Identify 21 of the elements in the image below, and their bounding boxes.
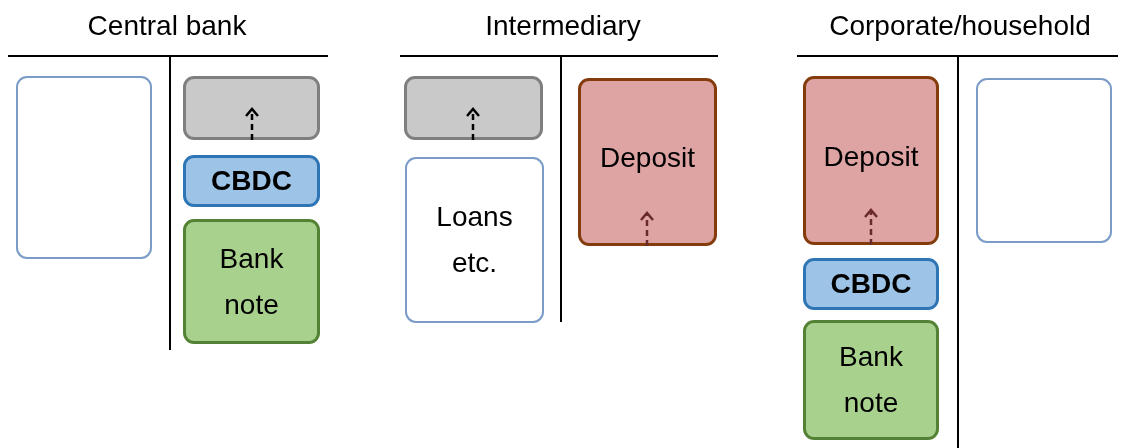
account-label: CBDC: [211, 164, 292, 198]
account-box: [803, 76, 939, 245]
account-box: [404, 76, 543, 140]
account-heading: Intermediary: [485, 10, 641, 42]
account-box: [16, 76, 152, 259]
account-label: Loans etc.: [435, 200, 514, 280]
account-label: Deposit: [823, 139, 919, 174]
account-box: [803, 320, 939, 440]
account-box: [183, 155, 320, 207]
account-box: [976, 78, 1112, 243]
account-heading: Central bank: [87, 10, 247, 42]
account-box: [183, 219, 320, 344]
account-label: Bank note: [218, 241, 285, 322]
account-label: Deposit: [600, 141, 695, 175]
account-label: Bank note: [838, 340, 904, 420]
account-heading: Corporate/household: [829, 10, 1091, 42]
account-box: [405, 157, 544, 323]
account-label: CBDC: [830, 267, 912, 301]
account-box: [578, 78, 717, 246]
account-box: [803, 258, 939, 310]
account-box: [183, 76, 320, 140]
